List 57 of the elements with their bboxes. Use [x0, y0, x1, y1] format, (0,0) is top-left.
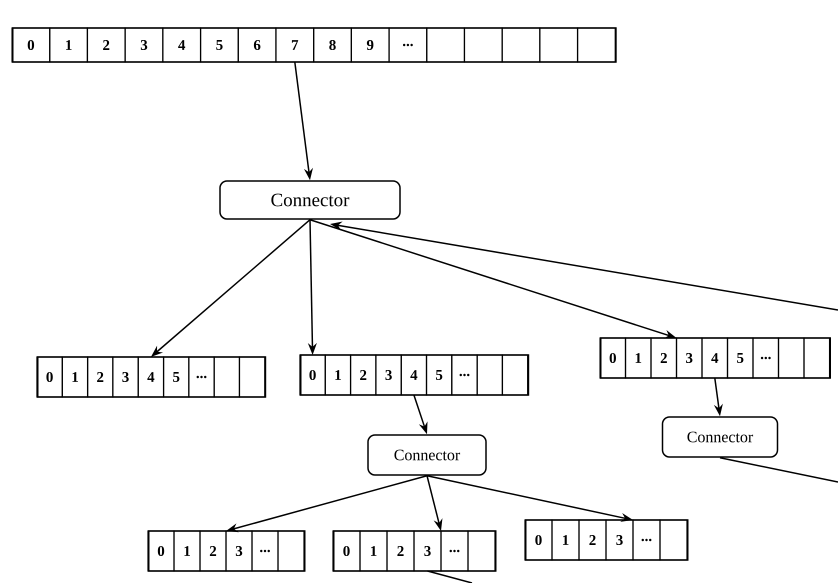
array-cell: 0 — [332, 530, 361, 572]
array-cell: 2 — [650, 337, 678, 379]
array-cell: 0 — [11, 27, 50, 63]
connector-box: Connector — [367, 434, 487, 476]
array-cell: 2 — [86, 27, 126, 63]
array-cell: 3 — [112, 356, 139, 398]
array-cell: 9 — [350, 27, 390, 63]
array-cell: 3 — [375, 354, 402, 396]
array-cell: 7 — [275, 27, 314, 63]
array-cell: 5 — [426, 354, 452, 396]
array-cell: 2 — [386, 530, 415, 572]
array-cell: 0 — [299, 354, 326, 396]
array-cell: 1 — [551, 519, 580, 561]
array-cell: ... — [752, 337, 780, 379]
array-cell: 3 — [605, 519, 634, 561]
array — [300, 354, 530, 396]
array-cell: 3 — [124, 27, 164, 63]
array-cell: 4 — [138, 356, 164, 398]
array-cell: 1 — [49, 27, 88, 63]
array-cell: 3 — [676, 337, 703, 379]
array-cell: 2 — [199, 530, 227, 572]
array-cell: ... — [632, 519, 661, 561]
array-cell: ... — [251, 530, 279, 572]
array — [148, 530, 306, 572]
connector-box: Connector — [219, 180, 401, 220]
array-cell: 2 — [86, 356, 114, 398]
array-cell: 3 — [225, 530, 253, 572]
array-cell: 0 — [599, 337, 626, 379]
array-cell: ... — [388, 27, 428, 63]
array-cell: 1 — [62, 356, 88, 398]
array-cell: 8 — [313, 27, 352, 63]
array-cell: 5 — [726, 337, 754, 379]
array-cell: ... — [451, 354, 478, 396]
array-cell: 6 — [238, 27, 277, 63]
array — [525, 519, 688, 561]
array — [12, 27, 617, 63]
array-cell: 0 — [524, 519, 553, 561]
array-cell: ... — [188, 356, 215, 398]
array — [600, 337, 831, 379]
array-cell: 2 — [350, 354, 376, 396]
array-cell: 4 — [162, 27, 202, 63]
array-cell: 0 — [36, 356, 63, 398]
array-cell: 5 — [162, 356, 190, 398]
array-cell: 1 — [173, 530, 201, 572]
array-cell: 1 — [324, 354, 352, 396]
array-cell: ... — [440, 530, 469, 572]
array-cell: 4 — [400, 354, 428, 396]
array-cell: 1 — [624, 337, 652, 379]
array — [37, 356, 266, 398]
connector-box: Connector — [662, 416, 778, 458]
array-cell: 5 — [200, 27, 239, 63]
array-cell: 4 — [701, 337, 728, 379]
array-cell: 3 — [413, 530, 442, 572]
array — [333, 530, 496, 572]
array-cell: 0 — [147, 530, 175, 572]
array-cell: 2 — [578, 519, 607, 561]
array-cell: 1 — [359, 530, 388, 572]
